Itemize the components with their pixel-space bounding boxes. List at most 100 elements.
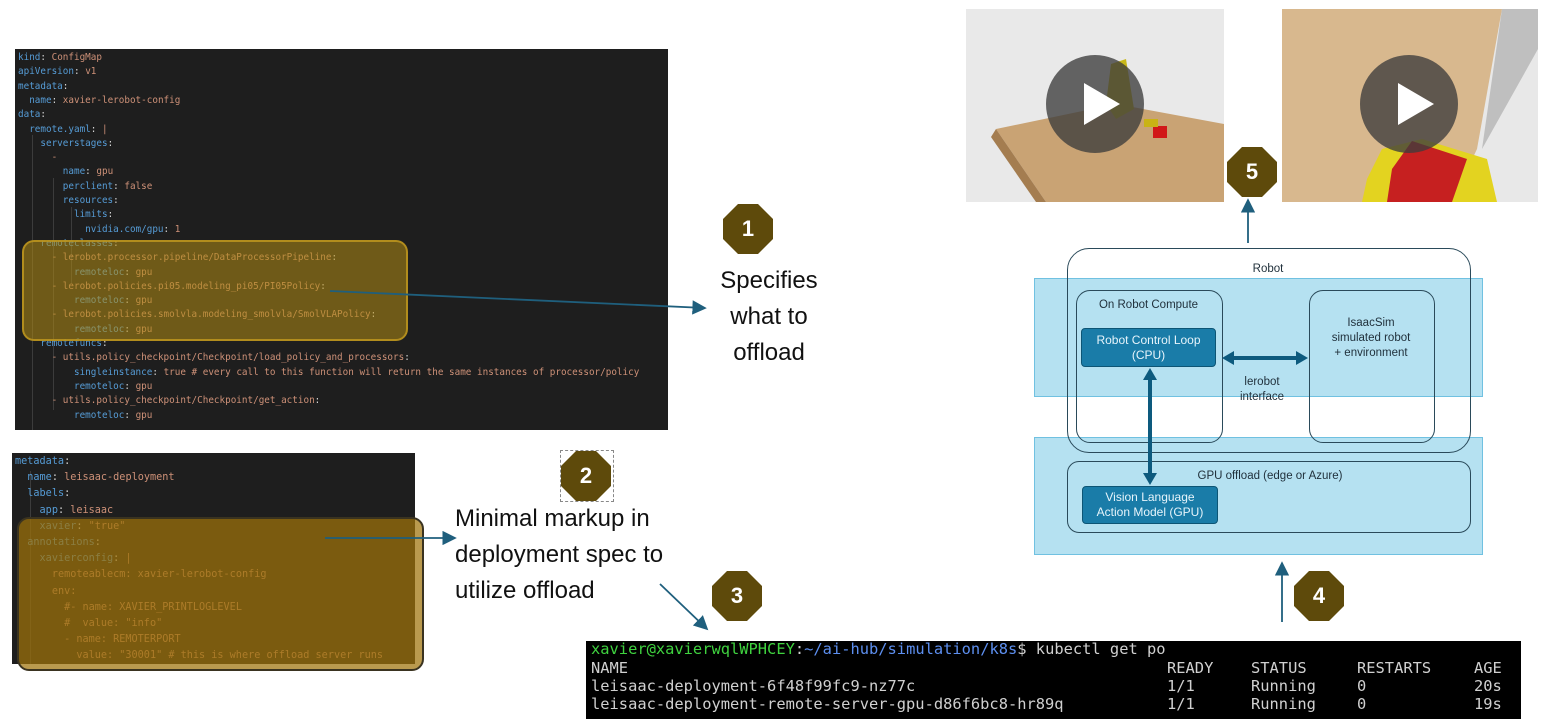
arrowhead bbox=[1296, 351, 1308, 365]
code-line: labels: bbox=[15, 486, 415, 502]
code-token: gpu bbox=[96, 166, 114, 178]
code-token: remote.yaml bbox=[29, 123, 91, 135]
on-robot-compute-label: On Robot Compute bbox=[1098, 299, 1199, 311]
lerobot-interface-label: lerobot interface bbox=[1222, 375, 1302, 405]
code-token: : bbox=[90, 123, 102, 135]
gpu-offload-label: GPU offload (edge or Azure) bbox=[1197, 470, 1343, 482]
code-token: limits bbox=[73, 209, 108, 221]
code-line: - utils.policy_checkpoint/Checkpoint/get… bbox=[18, 394, 668, 408]
arrowhead bbox=[1222, 351, 1234, 365]
code-line: limits: bbox=[18, 208, 668, 222]
arrow-to-terminal bbox=[659, 583, 709, 631]
code-token: : bbox=[314, 395, 321, 407]
code-token: gpu bbox=[135, 409, 153, 421]
code-line: remotefuncs: bbox=[18, 337, 668, 351]
pod-status: Running bbox=[1251, 677, 1316, 695]
code-line: nvidia.com/gpu: 1 bbox=[18, 223, 668, 237]
code-token: app bbox=[39, 504, 58, 516]
code-token: : bbox=[124, 380, 136, 392]
code-token: singleinstance bbox=[73, 366, 153, 378]
code-token: - utils.policy_checkpoint/Checkpoint/loa… bbox=[51, 352, 405, 364]
code-line: - bbox=[18, 151, 668, 165]
robot-label: Robot bbox=[1252, 263, 1284, 275]
code-token: true # every call to this function will … bbox=[163, 366, 640, 378]
code-line: metadata: bbox=[18, 80, 668, 94]
lerobot-interface-line: lerobot bbox=[1244, 376, 1280, 388]
caption-line: deployment spec to bbox=[455, 541, 664, 568]
code-token: : bbox=[152, 366, 164, 378]
code-token: : bbox=[113, 180, 125, 192]
annotations-highlight bbox=[17, 517, 424, 671]
caption-minimal-markup: Minimal markup in deployment spec to uti… bbox=[455, 501, 725, 609]
code-token: leisaac bbox=[70, 504, 114, 516]
terminal-prompt-line: xavier@xavierwqlWPHCEY:~/ai-hub/simulati… bbox=[591, 641, 1166, 659]
step-badge-3: 3 bbox=[712, 571, 762, 621]
pod-status: Running bbox=[1251, 695, 1316, 713]
code-token: perclient bbox=[62, 180, 114, 192]
code-token: : bbox=[73, 66, 86, 78]
code-token: kind bbox=[18, 52, 41, 63]
code-line: kind: ConfigMap bbox=[18, 51, 668, 65]
code-token: : bbox=[40, 109, 46, 121]
terminal-window[interactable]: xavier@xavierwqlWPHCEY:~/ai-hub/simulati… bbox=[586, 641, 1521, 719]
caption-line: Minimal markup in bbox=[455, 505, 650, 532]
step-badge-1: 1 bbox=[723, 204, 773, 254]
code-line: resources: bbox=[18, 194, 668, 208]
robot-box bbox=[1067, 248, 1471, 453]
robot-control-loop-line: (CPU) bbox=[1131, 347, 1166, 362]
caption-line: offload bbox=[733, 339, 805, 366]
code-token: - utils.policy_checkpoint/Checkpoint/get… bbox=[51, 395, 315, 407]
code-token: : bbox=[51, 472, 65, 484]
caption-specifies-offload: Specifies what to offload bbox=[705, 263, 833, 371]
play-button-icon[interactable] bbox=[1360, 55, 1458, 153]
code-line: - utils.policy_checkpoint/Checkpoint/loa… bbox=[18, 351, 668, 365]
code-token: : bbox=[404, 352, 410, 364]
terminal-header-ready: READY bbox=[1167, 659, 1214, 677]
code-token: ConfigMap bbox=[51, 52, 102, 63]
terminal-header-name: NAME bbox=[591, 659, 629, 677]
badge-selection-frame bbox=[560, 450, 614, 502]
simulation-video-2[interactable] bbox=[1282, 9, 1538, 202]
code-token: : bbox=[64, 488, 71, 500]
code-line: metadata: bbox=[15, 454, 415, 470]
code-token: : bbox=[113, 195, 119, 206]
code-line: name: xavier-lerobot-config bbox=[18, 94, 668, 108]
code-token: name bbox=[27, 472, 52, 484]
terminal-header-status: STATUS bbox=[1251, 659, 1307, 677]
code-token: nvidia.com/gpu bbox=[85, 223, 164, 235]
code-token: : bbox=[85, 166, 97, 178]
lerobot-interface-line: interface bbox=[1239, 391, 1285, 403]
isaacsim-label: IsaacSim simulated robot + environment bbox=[1309, 316, 1433, 361]
pod-ready: 1/1 bbox=[1167, 677, 1195, 695]
code-token: - bbox=[51, 152, 58, 164]
code-token: remoteloc bbox=[73, 380, 125, 392]
code-token: : bbox=[51, 94, 63, 106]
pod-ready: 1/1 bbox=[1167, 695, 1195, 713]
code-token: resources bbox=[62, 195, 114, 206]
code-token: labels bbox=[27, 488, 65, 500]
play-button-icon[interactable] bbox=[1046, 55, 1144, 153]
caption-line: utilize offload bbox=[455, 577, 595, 604]
remoteclasses-highlight bbox=[22, 240, 408, 341]
vla-model-line: Vision Language bbox=[1105, 490, 1195, 504]
caption-line: what to bbox=[730, 303, 808, 330]
code-token: leisaac-deployment bbox=[64, 472, 175, 484]
robot-control-loop-line: Robot Control Loop bbox=[1096, 332, 1201, 347]
code-token: apiVersion bbox=[18, 66, 74, 78]
code-token: : bbox=[57, 504, 71, 516]
step-badge-5: 5 bbox=[1227, 147, 1277, 197]
code-line: perclient: false bbox=[18, 180, 668, 194]
vla-model-box: Vision Language Action Model (GPU) bbox=[1082, 486, 1218, 524]
gpu-offload-box bbox=[1067, 461, 1471, 533]
arrow-to-caption-1 bbox=[329, 290, 707, 315]
code-token: remoteloc bbox=[73, 409, 125, 421]
isaacsim-line: simulated robot bbox=[1331, 332, 1411, 344]
code-token: metadata bbox=[15, 456, 65, 467]
simulation-video-1[interactable] bbox=[966, 9, 1224, 202]
pod-restarts: 0 bbox=[1357, 695, 1367, 713]
robot-control-loop-box: Robot Control Loop (CPU) bbox=[1081, 328, 1216, 367]
code-line: name: leisaac-deployment bbox=[15, 470, 415, 486]
pod-restarts: 0 bbox=[1357, 677, 1367, 695]
